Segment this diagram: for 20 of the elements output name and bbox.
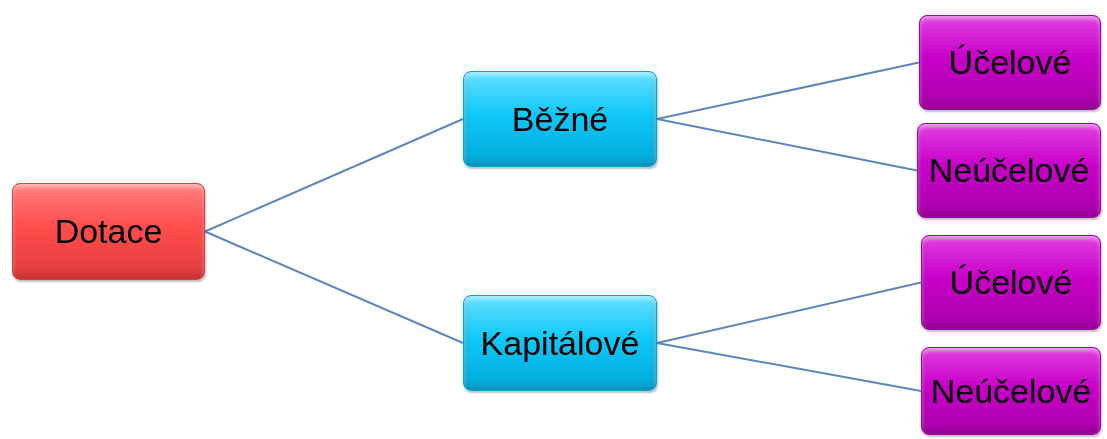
rounded-box <box>921 235 1101 330</box>
box-label: Kapitálové <box>480 323 640 363</box>
connector-line <box>204 230 464 344</box>
rounded-box <box>463 71 657 167</box>
connector-line <box>656 61 920 120</box>
connector-line <box>656 118 918 172</box>
box-label: Běžné <box>511 99 609 139</box>
box-label: Dotace <box>54 212 163 251</box>
box-label: Účelové <box>948 43 1072 82</box>
rounded-box <box>921 347 1101 435</box>
box-label: Účelové <box>949 263 1073 302</box>
rounded-box <box>919 15 1101 110</box>
box-label: Neúčelové <box>928 151 1090 190</box>
connector-line <box>656 342 922 392</box>
connector-line <box>656 281 922 344</box>
rounded-box <box>463 295 657 391</box>
rounded-box <box>917 123 1101 218</box>
rounded-box <box>12 183 205 280</box>
connector-line <box>204 118 464 233</box>
box-label: Neúčelové <box>930 371 1092 411</box>
